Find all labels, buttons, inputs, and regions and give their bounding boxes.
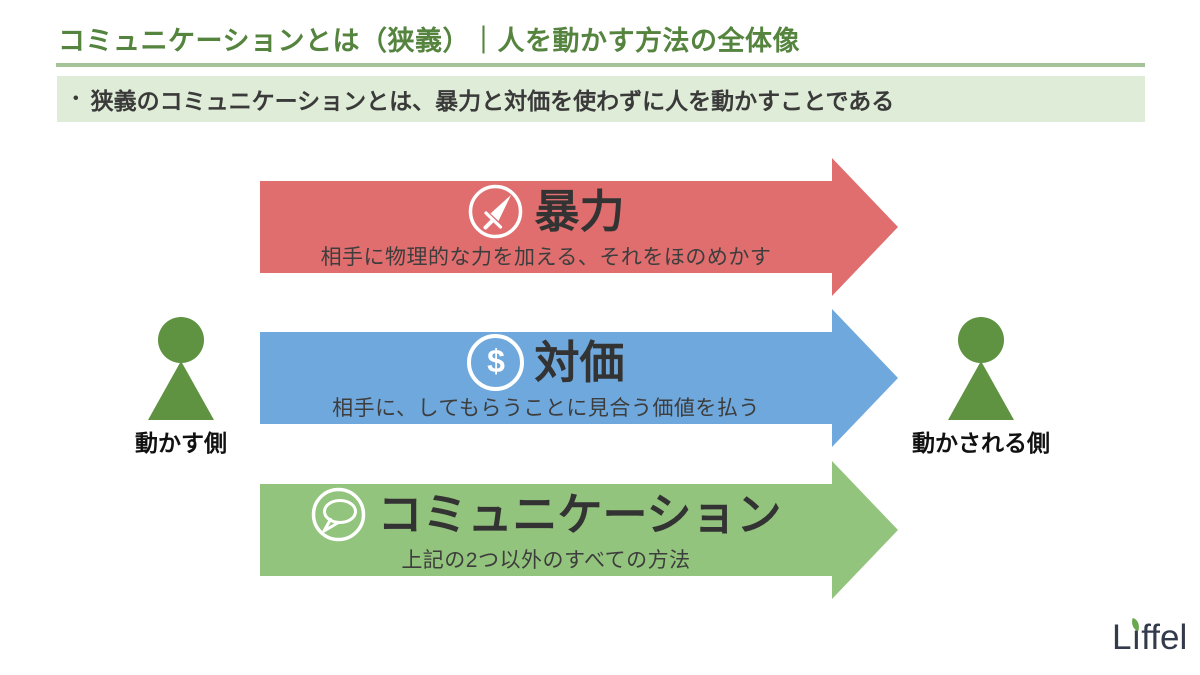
actor-mover: 動かす側 (101, 317, 261, 458)
arrow-communication-subtitle: 上記の2つ以外のすべての方法 (401, 549, 691, 572)
sword-icon (469, 184, 523, 239)
summary-box: • 狭義のコミュニケーションとは、暴力と対価を使わずに人を動かすことである (57, 76, 1145, 122)
arrow-violence: 暴力 相手に物理的な力を加える、それをほのめかす (260, 158, 898, 296)
person-icon (958, 317, 1004, 363)
arrow-communication: コミュニケーション 上記の2つ以外のすべての方法 (260, 461, 898, 599)
bullet-icon: • (73, 90, 79, 107)
arrow-right-shape (260, 461, 898, 599)
person-icon (158, 317, 204, 363)
arrow-compensation-title: 対価 (534, 336, 625, 388)
actor-moved: 動かされる側 (881, 317, 1081, 458)
arrow-violence-subtitle: 相手に物理的な力を加える、それをほのめかす (320, 246, 772, 269)
dollar-icon: $ (467, 334, 525, 391)
title-underline (56, 63, 1145, 67)
actor-moved-label: 動かされる側 (912, 430, 1050, 456)
arrow-compensation-subtitle: 相手に、してもらうことに見合う価値を払う (332, 397, 760, 420)
arrow-right-shape (260, 309, 898, 447)
arrow-compensation: $ 対価 相手に、してもらうことに見合う価値を払う (260, 309, 898, 447)
arrow-communication-title: コミュニケーション (377, 488, 782, 540)
arrow-violence-title: 暴力 (534, 185, 625, 237)
arrow-right-shape (260, 158, 898, 296)
speech-bubble-icon (312, 487, 366, 542)
page-title: コミュニケーションとは（狭義）｜人を動かす方法の全体像 (58, 26, 800, 56)
summary-text: 狭義のコミュニケーションとは、暴力と対価を使わずに人を動かすことである (90, 88, 895, 114)
actor-mover-label: 動かす側 (135, 430, 227, 456)
